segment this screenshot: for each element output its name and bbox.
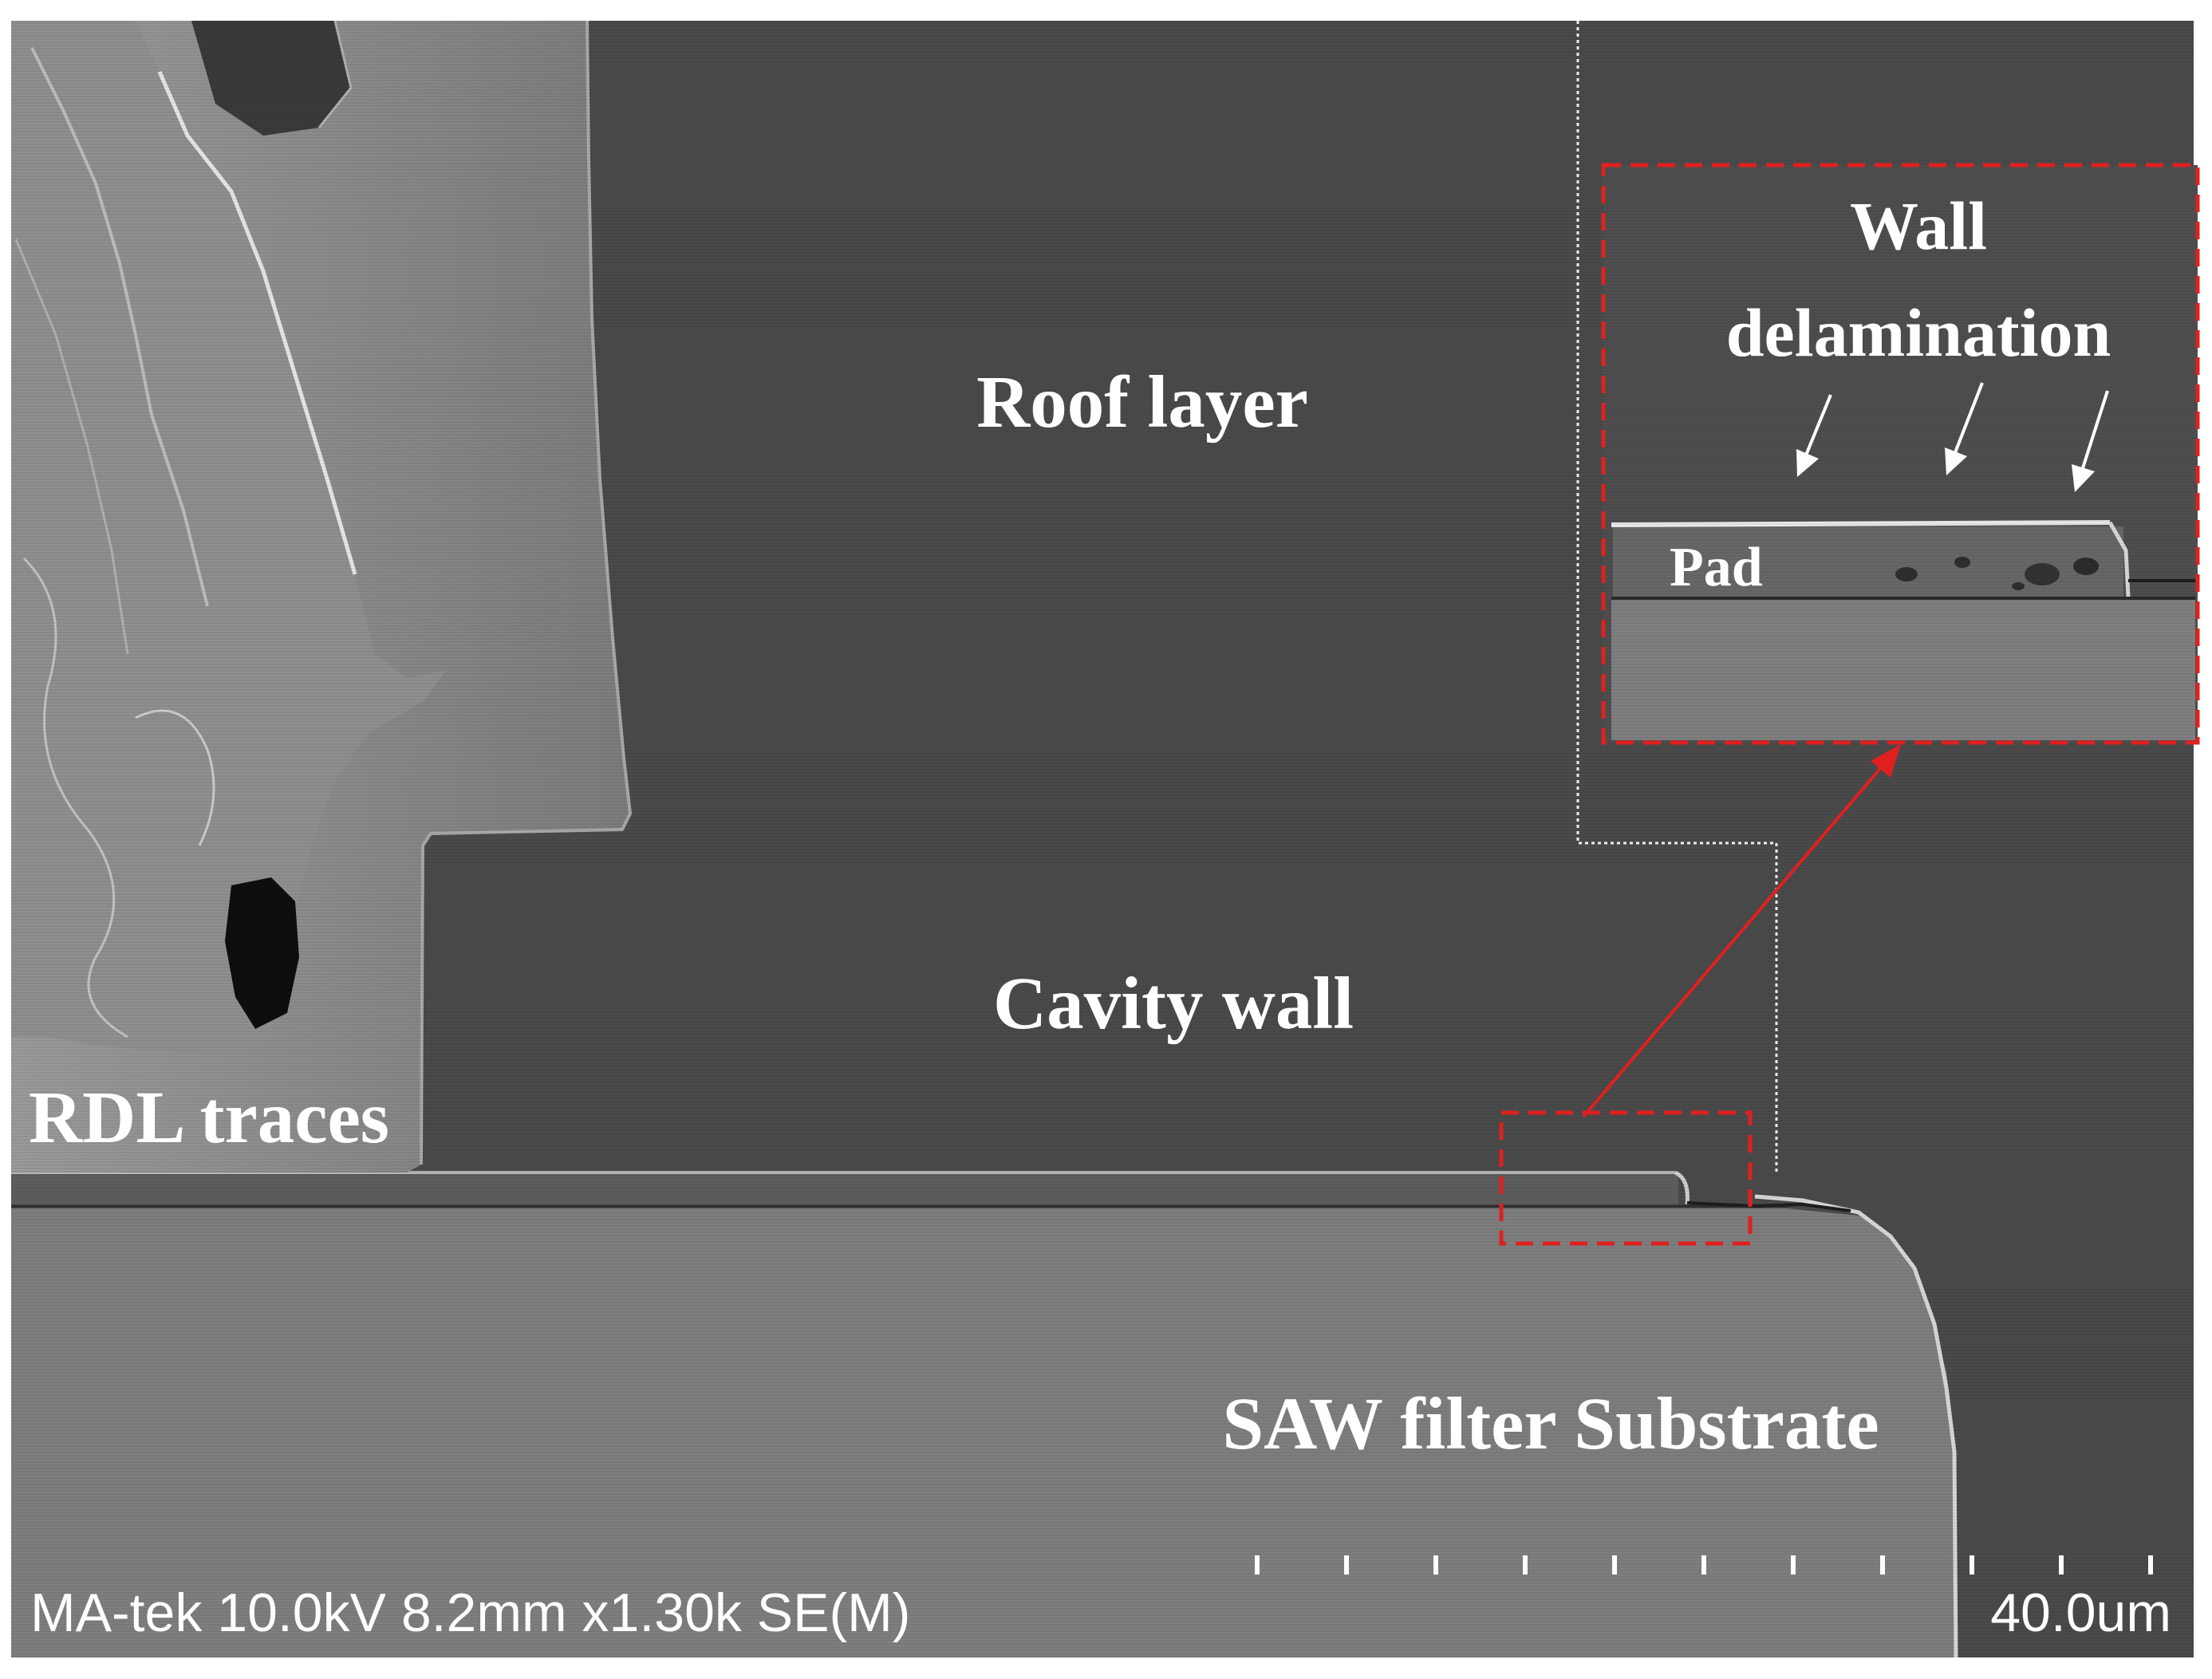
rdl-traces-label: RDL traces [29,1077,389,1159]
inset-border [1601,163,2200,745]
inset-guide-line [1576,21,1778,1173]
roi-box [1499,1110,1753,1246]
roi-arrow [1582,764,1884,1118]
delamination-arrow [1796,394,1832,477]
delamination-arrow [1945,382,1984,475]
roi-arrow-head [1871,744,1901,778]
delamination-arrow [2072,390,2109,492]
inset-title-line2: delamination [1726,294,2111,371]
inset-panel: Wall delamination Pad [1601,163,2200,745]
roof-layer-label: Roof layer [976,361,1308,443]
pad-label: Pad [1670,537,1763,598]
scale-label: 40.0um [1990,1582,2171,1643]
scale-bar [1255,1555,2153,1575]
inset-title-line1: Wall [1850,187,1987,264]
sem-info-text: MA-tek 10.0kV 8.2mm x1.30k SE(M) [30,1582,910,1643]
saw-substrate-label: SAW filter Substrate [1222,1383,1879,1465]
cavity-wall-label: Cavity wall [993,963,1354,1045]
